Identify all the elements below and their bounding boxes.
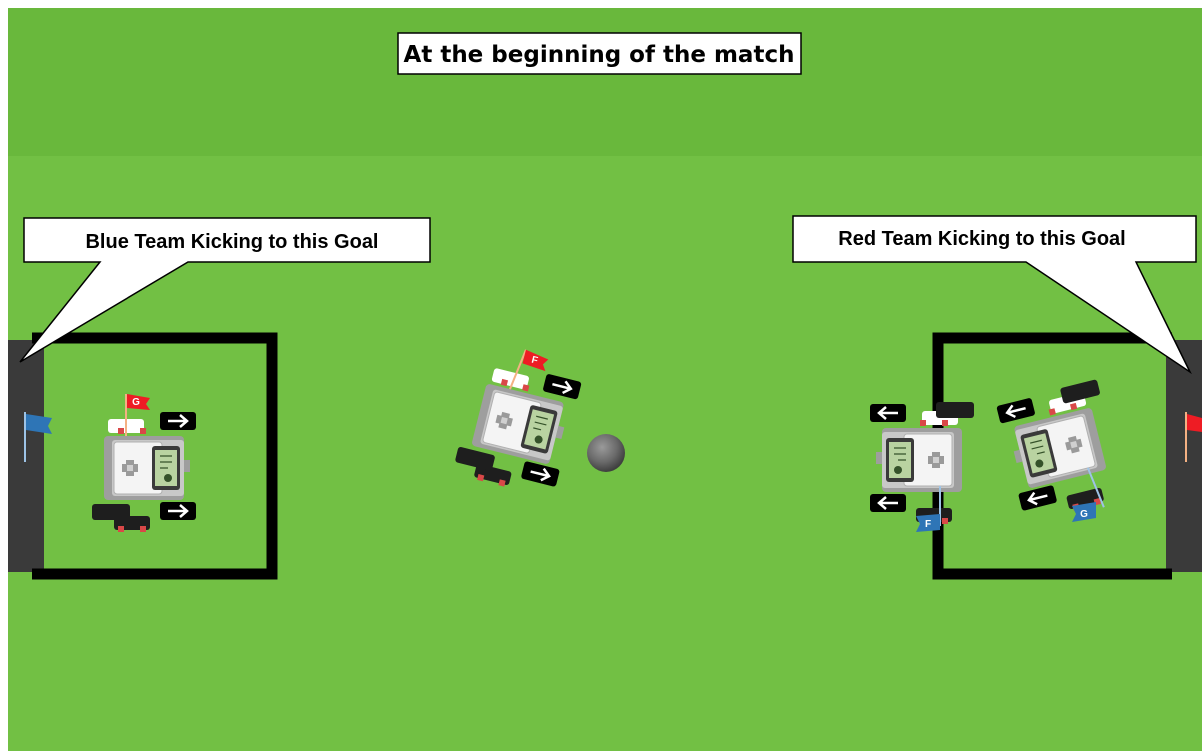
red-goal-callout-label: Red Team Kicking to this Goal: [838, 228, 1125, 250]
red-goalie-flag-letter: G: [1080, 509, 1088, 520]
right-goal-post: [1166, 340, 1202, 572]
page-title: At the beginning of the match: [404, 42, 795, 68]
top-band: [8, 8, 1202, 156]
title-box: At the beginning of the match: [398, 33, 801, 74]
red-forward-flag-letter: F: [925, 519, 931, 530]
red-forward-flag-group: F: [916, 514, 940, 532]
blue-goalie-flag-letter: G: [132, 397, 140, 408]
blue-goal-callout-label: Blue Team Kicking to this Goal: [85, 231, 378, 253]
ball-icon: [587, 434, 625, 472]
